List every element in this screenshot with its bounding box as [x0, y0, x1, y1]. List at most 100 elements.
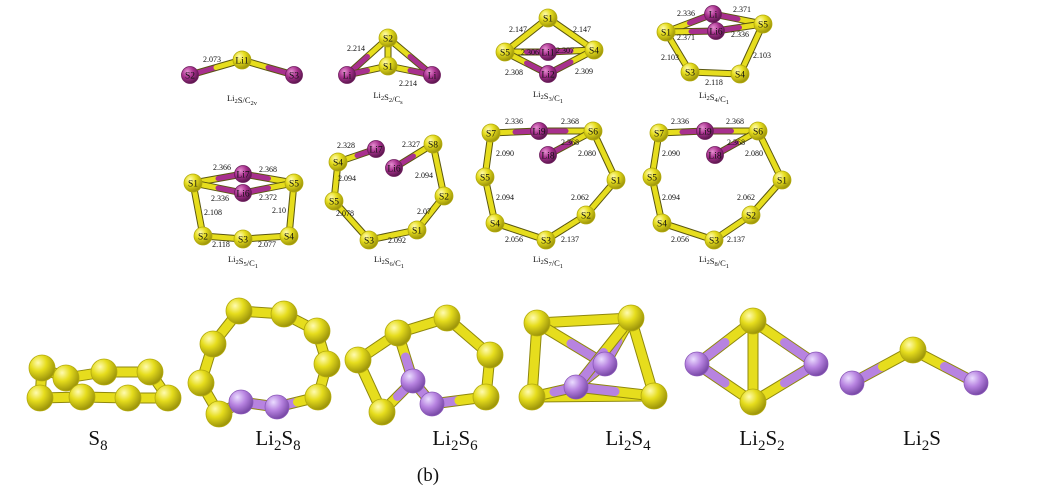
atom-label: S8	[428, 141, 438, 151]
atom-label: Li	[709, 11, 718, 21]
atom-s	[583, 121, 603, 141]
formula-label: Li2S6	[432, 426, 478, 454]
atom-label: S3	[289, 72, 299, 82]
atom-label: S2	[198, 233, 208, 243]
atom-li	[338, 66, 356, 84]
bond-length-label: 2.214	[399, 79, 417, 88]
atom-sulfur	[90, 358, 118, 386]
atom-label: Li6	[236, 190, 249, 200]
atom-s	[730, 64, 750, 84]
atom-sulfur	[344, 346, 372, 374]
atom-sulfur	[476, 341, 504, 369]
bond-length-label: 2.336	[505, 117, 523, 126]
atom-label: S7	[486, 130, 496, 140]
atom-lithium	[419, 391, 445, 417]
bond-length-label: 2.056	[671, 235, 689, 244]
atom-label: Li6	[387, 165, 400, 175]
atom-sulfur	[523, 309, 551, 337]
atom-lithium	[803, 351, 829, 377]
atom-s	[284, 173, 304, 193]
atom-label: S1	[543, 15, 553, 25]
atom-lithium	[684, 351, 710, 377]
atom-lithium	[400, 368, 426, 394]
atom-label: S5	[329, 198, 339, 208]
atom-s	[359, 230, 379, 250]
bond-length-label: 2.108	[204, 208, 222, 217]
atom-li	[539, 146, 557, 164]
atom-li	[234, 184, 252, 202]
atom-sulfur	[187, 369, 215, 397]
bond-length-label: 2.078	[336, 209, 354, 218]
bond-length-label: 2.372	[259, 193, 277, 202]
atom-label: Li8	[708, 152, 721, 162]
bond-length-label: 2.309	[575, 67, 593, 76]
bond-length-label: 2.073	[203, 55, 221, 64]
atom-label: Li7	[369, 146, 382, 156]
atom-li	[367, 140, 385, 158]
bond-length-label: 2.094	[338, 174, 356, 183]
formula-subscript: 2	[922, 438, 930, 454]
atom-s	[279, 226, 299, 246]
bottom-atom-layer	[26, 297, 989, 428]
atom-s	[193, 226, 213, 246]
atom-sulfur	[52, 364, 80, 392]
formula-subscript: 4	[643, 438, 651, 454]
bond-length-label: 2.368	[727, 138, 745, 147]
atom-sulfur	[26, 384, 54, 412]
bond-length-label: 2.092	[388, 236, 406, 245]
structure-caption: Li2S7/C1	[533, 254, 563, 270]
formula-subscript: 2	[758, 438, 766, 454]
atom-li	[385, 159, 403, 177]
atom-s	[475, 167, 495, 187]
atom-lithium	[592, 351, 618, 377]
atom-label: S2	[185, 72, 195, 82]
atom-s	[481, 123, 501, 143]
atom-sulfur	[205, 400, 233, 428]
atom-sulfur	[199, 330, 227, 358]
atom-sulfur	[28, 354, 56, 382]
atom-label: S3	[685, 69, 695, 79]
bond-length-label: 2.336	[211, 194, 229, 203]
atom-sulfur	[68, 383, 96, 411]
atom-sulfur	[368, 398, 396, 426]
formula-text: S	[458, 426, 470, 450]
atom-label: S2	[746, 212, 756, 222]
bond-length-label: 2.137	[727, 235, 745, 244]
atom-label: S5	[647, 174, 657, 184]
atom-s	[423, 134, 443, 154]
formula-label: Li2S4	[605, 426, 651, 454]
bond-length-label: 2.118	[212, 240, 230, 249]
bond-length-label: 2.062	[737, 193, 755, 202]
atom-s	[324, 191, 344, 211]
bond-length-label: 2.094	[662, 193, 680, 202]
atom-label: S4	[735, 71, 745, 81]
atom-label: S1	[777, 177, 787, 187]
atom-label: S4	[657, 220, 667, 230]
bond-length-label: 2.056	[505, 235, 523, 244]
atom-label: S5	[758, 21, 768, 31]
bond-length-label: 2.368	[726, 117, 744, 126]
atom-sulfur	[433, 304, 461, 332]
bond-length-label: 2.336	[677, 9, 695, 18]
atom-li	[530, 122, 548, 140]
atom-s	[606, 170, 626, 190]
structure-caption: Li2S5/C1	[228, 254, 258, 270]
atom-s	[772, 170, 792, 190]
atom-sulfur	[225, 297, 253, 325]
bond-length-label: 2.080	[578, 149, 596, 158]
atom-label: S4	[589, 47, 599, 57]
bond-length-label: 2.062	[571, 193, 589, 202]
structure-caption: Li2S6/C1	[374, 254, 404, 270]
atom-sulfur	[114, 384, 142, 412]
atom-label: S3	[238, 236, 248, 246]
atom-label: S5	[480, 174, 490, 184]
atom-label: Li1	[235, 57, 248, 67]
structure-caption: Li2S8/C1	[699, 254, 729, 270]
bond-length-label: 2.307	[556, 46, 574, 55]
atom-li	[696, 122, 714, 140]
atom-s	[495, 42, 515, 62]
atom-sulfur	[270, 300, 298, 328]
atom-li	[539, 43, 557, 61]
